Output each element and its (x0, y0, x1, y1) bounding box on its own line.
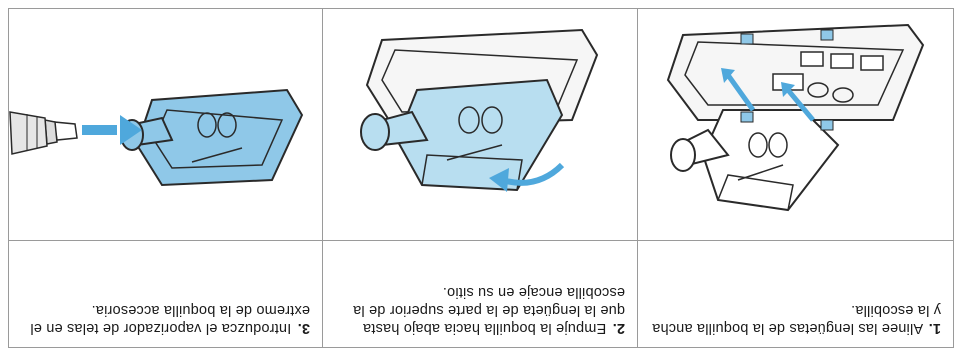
step-2-illustration (323, 8, 637, 240)
step-1-description: Alinee las lengüetas de la boquilla anch… (652, 302, 941, 336)
nozzle-snap-curved-arrow-icon (323, 8, 637, 240)
step-1-text: 1. Alinee las lengüetas de la boquilla a… (638, 241, 953, 347)
nozzle-alignment-arrows-icon (638, 8, 953, 240)
steps-table: 1. Alinee las lengüetas de la boquilla a… (8, 8, 954, 348)
steamer-insert-arrow-icon (7, 8, 322, 240)
step-2-description: Empuje la boquilla hacia abajo hasta que… (353, 284, 625, 336)
step-3-text: 3. Introduzca el vaporizador de telas en… (7, 241, 322, 347)
step-3-description: Introduzca el vaporizador de telas en el… (30, 302, 310, 336)
step-1-number: 1. (929, 320, 942, 336)
step-3-number: 3. (298, 320, 311, 336)
step-2-text: 2. Empuje la boquilla hacia abajo hasta … (323, 241, 637, 347)
step-1-illustration (638, 8, 953, 240)
step-2-number: 2. (613, 320, 626, 336)
step-3-illustration (7, 8, 322, 240)
